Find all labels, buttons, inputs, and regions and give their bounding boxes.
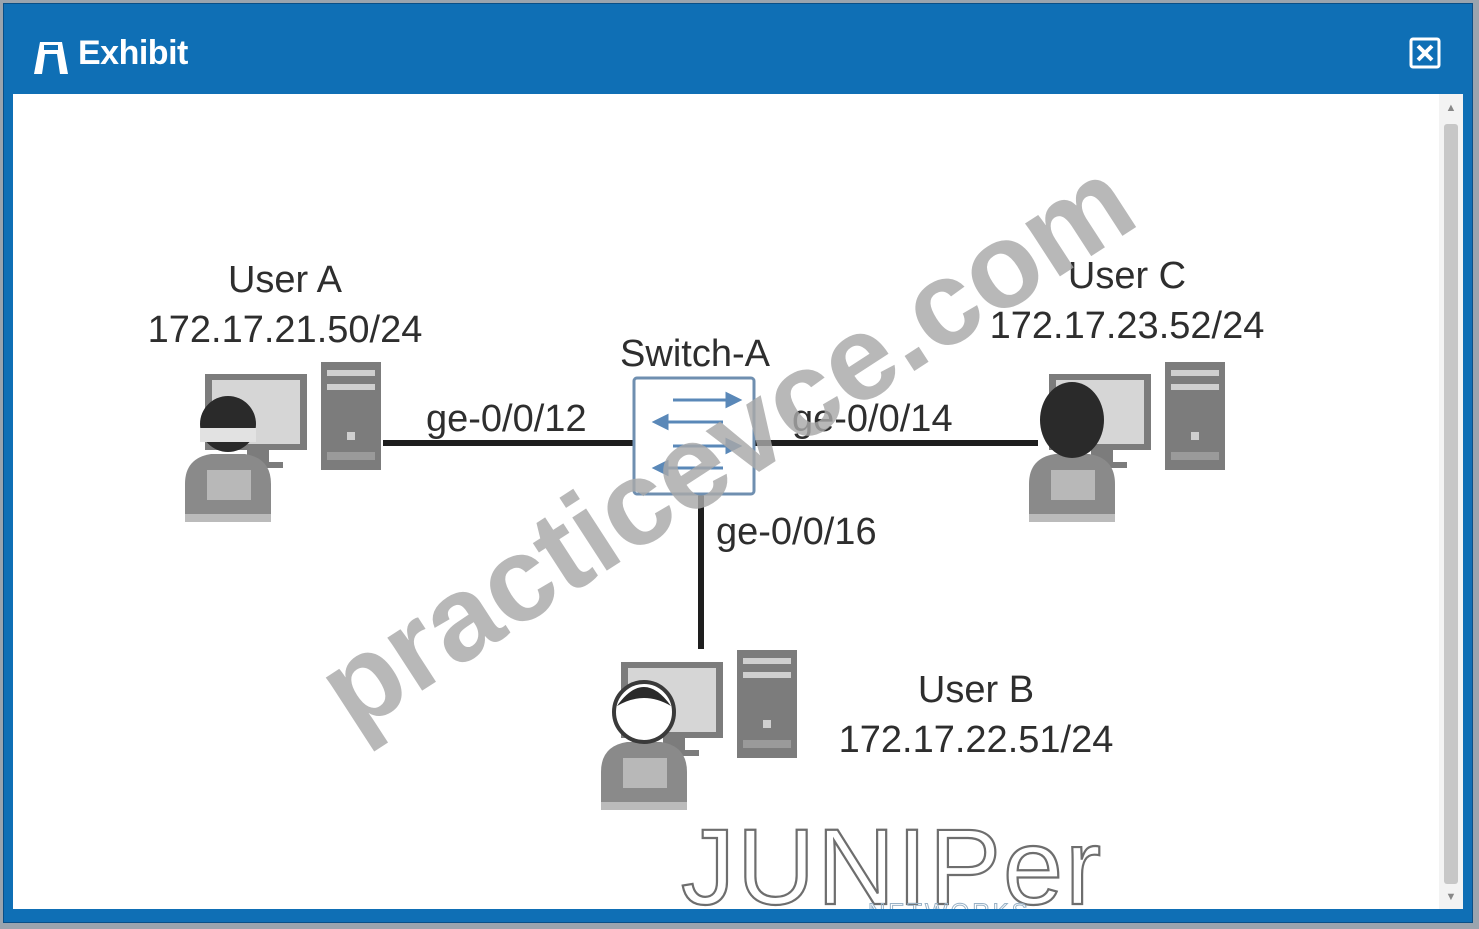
switch-label: Switch-A bbox=[620, 333, 771, 375]
user-b-ip: 172.17.22.51/24 bbox=[839, 719, 1114, 761]
exhibit-window: Exhibit bbox=[3, 3, 1473, 923]
juniper-logo-networks: NETWORKS bbox=[868, 899, 1031, 909]
user-a-workstation bbox=[185, 362, 381, 522]
exhibit-content: Switch-A User A 172.17.21.50/24 User C 1… bbox=[13, 94, 1463, 909]
user-b-workstation bbox=[601, 650, 797, 810]
user-a-ip: 172.17.21.50/24 bbox=[148, 309, 423, 351]
switch-icon bbox=[632, 376, 756, 496]
user-c-ip: 172.17.23.52/24 bbox=[990, 305, 1265, 347]
port-ge-0-0-12: ge-0/0/12 bbox=[426, 398, 587, 440]
port-ge-0-0-16: ge-0/0/16 bbox=[716, 511, 877, 553]
network-diagram: Switch-A User A 172.17.21.50/24 User C 1… bbox=[148, 132, 1265, 909]
user-a-name: User A bbox=[228, 259, 343, 301]
scroll-down-arrow-icon[interactable]: ▼ bbox=[1445, 891, 1457, 903]
juniper-logo: JUNIPer bbox=[681, 806, 1103, 909]
exhibit-icon bbox=[34, 42, 68, 74]
user-b-name: User B bbox=[918, 669, 1034, 711]
user-c-workstation bbox=[1029, 362, 1225, 522]
title-bar: Exhibit bbox=[4, 4, 1472, 94]
scroll-up-arrow-icon[interactable]: ▲ bbox=[1445, 102, 1457, 114]
window-title: Exhibit bbox=[78, 34, 188, 72]
port-ge-0-0-14: ge-0/0/14 bbox=[792, 398, 953, 440]
user-a-head bbox=[200, 396, 256, 452]
user-c-name: User C bbox=[1068, 255, 1186, 297]
scroll-thumb[interactable] bbox=[1444, 124, 1458, 884]
close-icon[interactable] bbox=[1409, 37, 1441, 69]
user-c-head bbox=[1040, 382, 1104, 458]
vertical-scrollbar[interactable]: ▲ ▼ bbox=[1439, 94, 1463, 909]
